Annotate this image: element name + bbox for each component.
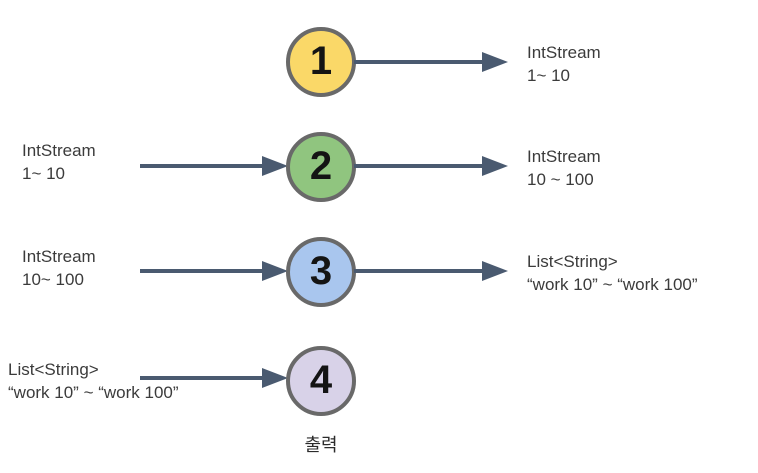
arrow-head-icon (482, 156, 508, 176)
step3-output-label: List<String> “work 10” ~ “work 100” (527, 252, 698, 294)
step1-circle: 1 (286, 27, 356, 97)
step4-number: 4 (309, 358, 333, 402)
arrow-from-step1 (354, 52, 508, 72)
step2-output-label: IntStream 10 ~ 100 (527, 147, 601, 189)
step3-input-label: IntStream 10~ 100 (22, 247, 96, 289)
arrow-from-step3 (354, 261, 508, 281)
arrow-shaft (140, 376, 262, 380)
arrow-from-step2 (354, 156, 508, 176)
output-caption: 출력 (304, 435, 338, 455)
arrow-head-icon (262, 156, 288, 176)
step2-circle: 2 (286, 132, 356, 202)
step2-number: 2 (309, 144, 333, 188)
arrow-head-icon (262, 261, 288, 281)
arrow-shaft (354, 164, 482, 168)
step3-number: 3 (309, 249, 333, 293)
arrow-to-step4 (140, 368, 288, 388)
arrow-to-step2 (140, 156, 288, 176)
arrow-shaft (354, 60, 482, 64)
arrow-head-icon (482, 52, 508, 72)
step4-input-label: List<String> “work 10” ~ “work 100” (8, 360, 179, 402)
step4-circle: 4 (286, 346, 356, 416)
step1-number: 1 (309, 39, 333, 83)
arrow-head-icon (262, 368, 288, 388)
arrow-shaft (140, 269, 262, 273)
step3-circle: 3 (286, 237, 356, 307)
step1-output-label: IntStream 1~ 10 (527, 43, 601, 85)
arrow-to-step3 (140, 261, 288, 281)
arrow-shaft (354, 269, 482, 273)
step2-input-label: IntStream 1~ 10 (22, 141, 96, 183)
arrow-head-icon (482, 261, 508, 281)
arrow-shaft (140, 164, 262, 168)
